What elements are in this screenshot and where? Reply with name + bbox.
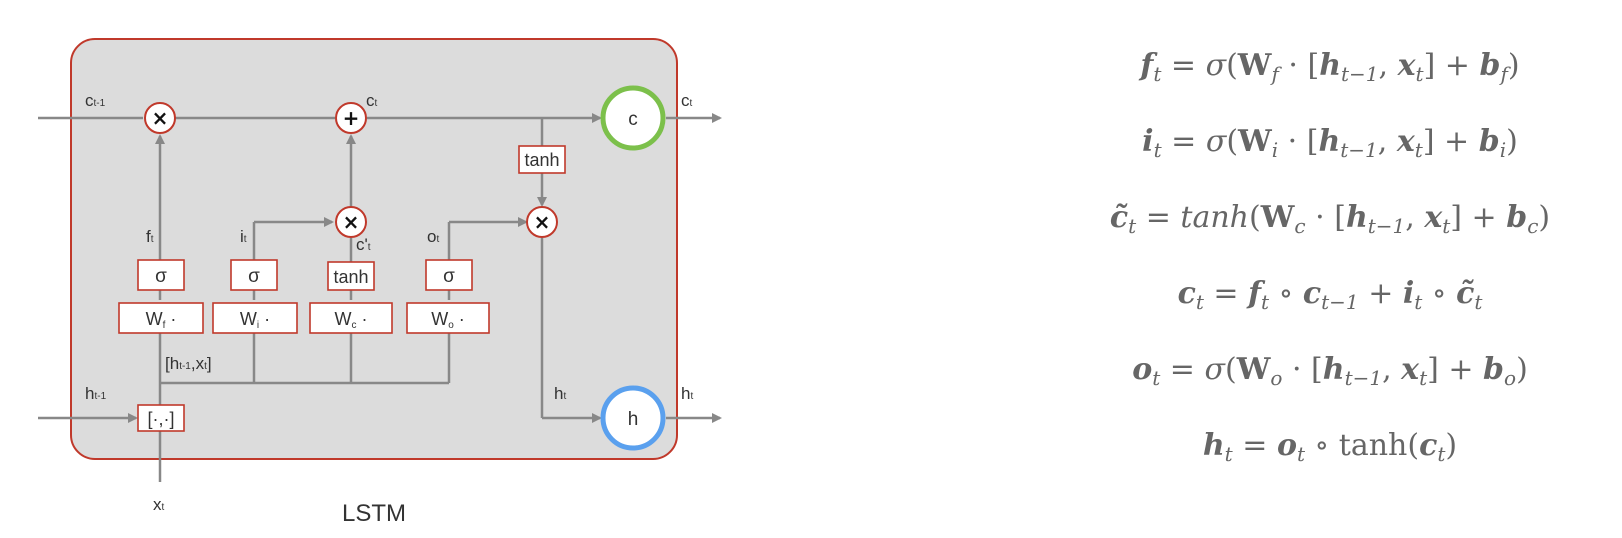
svg-text:h: h — [628, 409, 639, 430]
sigma-forget-box — [137, 259, 185, 291]
svg-text:×: × — [152, 106, 169, 130]
hidden-state-node: h — [600, 385, 666, 451]
equation-hidden-state: ht = ot ∘ tanh(ct) — [1202, 428, 1458, 466]
sigma-forget-label: σ — [155, 266, 167, 287]
lstm-cell-box — [70, 38, 678, 460]
weight-candidate-label: Wc · — [335, 309, 368, 331]
tanh-cell-label: tanh — [524, 150, 559, 170]
f-t-label: ft — [146, 227, 154, 246]
svg-text:×: × — [534, 210, 551, 234]
weight-forget-box — [118, 302, 204, 334]
equation-output-gate: ot = σ(Wo · [ht−1, xt] + bo) — [1132, 352, 1528, 390]
o-t-label: ot — [427, 227, 439, 246]
sigma-input-box — [230, 259, 278, 291]
concat-label: [ht-1,xt] — [165, 354, 212, 373]
diagram-title: LSTM — [342, 500, 406, 527]
weight-forget-label: Wf · — [146, 309, 177, 331]
equation-forget-gate: ft = σ(Wf · [ht−1, xt] + bf) — [1140, 48, 1520, 86]
equation-candidate: c̃t = tanh(Wc · [ht−1, xt] + bc) — [1109, 200, 1551, 238]
forget-multiply-node: × — [144, 102, 176, 134]
tanh-candidate-label: tanh — [333, 267, 368, 287]
c-mid-label: ct — [366, 91, 378, 110]
weight-output-label: Wo · — [431, 309, 465, 331]
h-out-label: ht — [681, 384, 693, 403]
cell-state-node: c — [600, 85, 666, 151]
add-node: + — [335, 102, 367, 134]
concat-label-box: [·,·] — [148, 409, 175, 429]
concat-box — [137, 404, 185, 432]
sigma-output-label: σ — [443, 266, 455, 287]
x-input-label: xt — [153, 495, 165, 514]
weight-input-label: Wi · — [240, 309, 270, 331]
svg-text:+: + — [343, 106, 360, 130]
svg-text:×: × — [343, 210, 360, 234]
tanh-candidate-box — [327, 261, 375, 291]
sigma-input-label: σ — [248, 266, 260, 287]
svg-text:c: c — [628, 109, 638, 130]
i-t-label: it — [240, 227, 247, 246]
weight-output-box — [406, 302, 490, 334]
tanh-cell-box — [518, 145, 566, 174]
equation-input-gate: it = σ(Wi · [ht−1, xt] + bi) — [1142, 124, 1518, 162]
input-multiply-node: × — [335, 206, 367, 238]
sigma-output-box — [425, 259, 473, 291]
c-prev-label: ct-1 — [85, 91, 106, 110]
weight-input-box — [212, 302, 298, 334]
output-multiply-node: × — [526, 206, 558, 238]
h-prev-label: ht-1 — [85, 384, 107, 403]
weight-candidate-box — [309, 302, 393, 334]
c-tilde-label: c't — [356, 235, 371, 254]
h-mid-label: ht — [554, 384, 566, 403]
c-out-label: ct — [681, 91, 693, 110]
lstm-diagram: × + × × c h tanh σ σ tanh σ [·,·] Wf — [38, 38, 722, 527]
equation-cell-state: ct = ft ∘ ct−1 + it ∘ c̃t — [1177, 276, 1483, 314]
